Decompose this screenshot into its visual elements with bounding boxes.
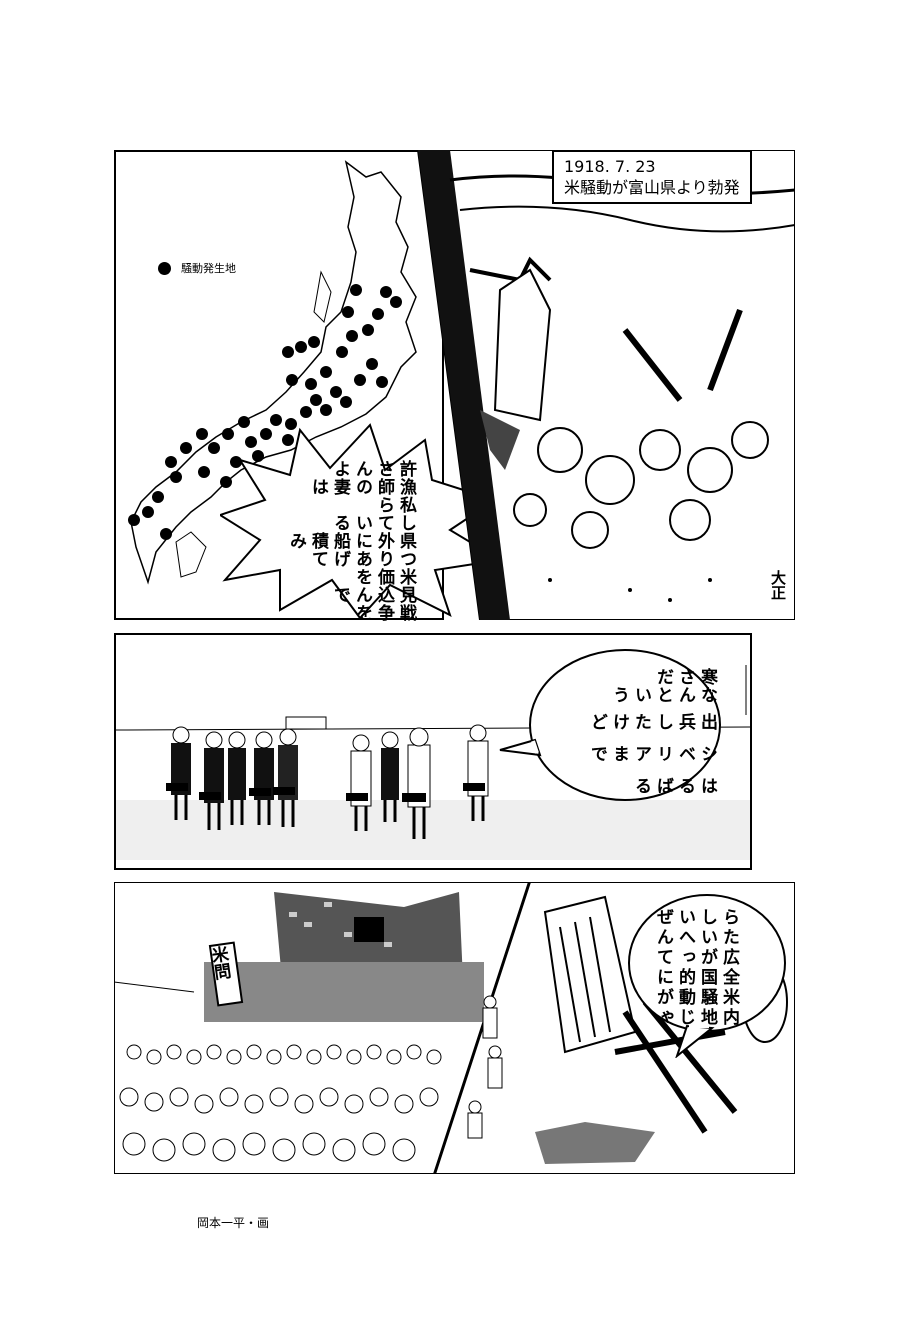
- speech-line: 全国的に: [653, 968, 739, 986]
- speech-line: なんという: [609, 686, 717, 704]
- speech-line: 許さんよ: [330, 460, 416, 478]
- speech-line: はるばる: [631, 776, 717, 795]
- soldiers-illustration: [116, 665, 750, 860]
- speech-bubble-shape: [499, 649, 721, 801]
- speech-line: 私ら: [374, 496, 416, 514]
- soldier-figure: [463, 724, 489, 821]
- speech-line: 米価を: [352, 568, 416, 586]
- speech-fishermen-wives: 戦争を 見込んで 米価を つりあげて 県外に船積み している 私ら 漁師の妻は …: [285, 460, 417, 622]
- soldier-figure: [166, 726, 191, 820]
- map-legend: 騒動発生地: [158, 260, 236, 276]
- riot-crowd-illustration: [114, 882, 529, 1174]
- speech-line: 漁師の妻は: [308, 478, 416, 496]
- soldier-figure: [273, 728, 298, 827]
- soldier-figure: [402, 727, 431, 839]
- caption-date: 1918. 7. 23: [564, 157, 656, 176]
- woodblock-riot-illustration: [416, 150, 795, 620]
- speech-soldier: はるばる シベリアまで 出兵したけど なんという 寒さだ: [586, 668, 718, 798]
- artwork-corner-text: 大正: [769, 570, 787, 600]
- speech-line: 広がって: [653, 948, 739, 966]
- rice-shop-sign: 米問: [206, 944, 232, 982]
- legend-dot-icon: [158, 261, 171, 275]
- soldier-figure: [228, 731, 246, 825]
- speech-line: 米騒動が: [653, 988, 739, 1006]
- speech-line: 県外に船積み: [286, 532, 416, 550]
- speech-line: 寒さだ: [653, 668, 717, 686]
- soldier-figure: [381, 731, 399, 822]
- date-caption: 1918. 7. 23 米騒動が富山県より勃発: [552, 150, 752, 204]
- speech-line: 戦争を: [352, 604, 416, 622]
- speech-line: たいへん: [653, 928, 739, 946]
- soldier-figure: [346, 734, 372, 831]
- soldier-figure: [199, 731, 224, 830]
- speech-line: つりあげて: [308, 550, 416, 568]
- speech-line: 見込んで: [330, 586, 416, 604]
- speech-burst-shape: [220, 423, 503, 620]
- speech-line: 出兵したけど: [587, 712, 717, 731]
- caption-text: 米騒動が富山県より勃発: [564, 178, 740, 197]
- soldier-figure: [249, 731, 274, 825]
- speech-line: している: [330, 514, 416, 532]
- legend-label: 騒動発生地: [181, 262, 236, 275]
- speech-line: 内地じゃ: [653, 1008, 739, 1026]
- speech-line: シベリアまで: [587, 744, 717, 763]
- artist-credit: 岡本一平・画: [197, 1216, 270, 1230]
- japan-map: [128, 160, 417, 585]
- speech-bubble-shape: [628, 894, 786, 1058]
- speech-line: らしいぜ: [653, 908, 739, 926]
- speech-mainland-riots: 内地じゃ 米騒動が 全国的に 広がって たいへん らしいぜ: [652, 908, 740, 1028]
